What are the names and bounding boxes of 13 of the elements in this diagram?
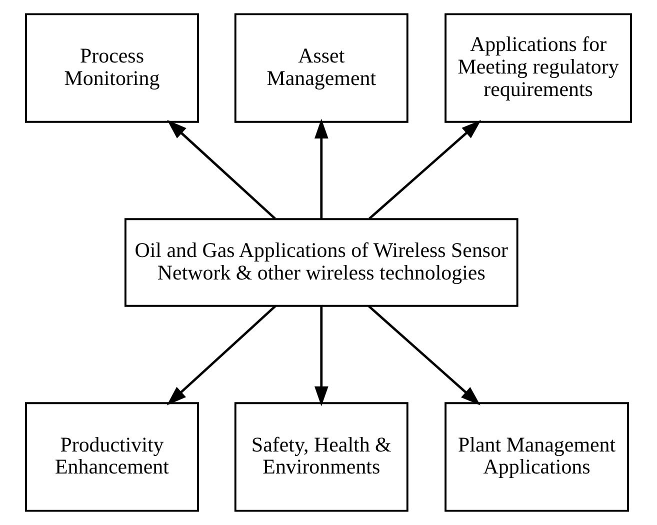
arrow: [166, 305, 276, 406]
node-box: Productivity Enhancement: [25, 402, 199, 512]
node-box: Safety, Health & Environments: [234, 402, 408, 512]
node-box: Plant Management Applications: [444, 402, 629, 512]
arrow: [314, 306, 328, 406]
arrow: [368, 120, 482, 220]
node-box: Asset Management: [234, 13, 408, 123]
arrow: [167, 120, 276, 220]
arrow: [368, 305, 480, 406]
arrow: [314, 118, 328, 219]
node-box: Oil and Gas Applications of Wireless Sensor Network & other wireless technologies: [124, 218, 518, 307]
node-box: Applications for Meeting regulatory requirements: [444, 13, 632, 123]
node-box: Process Monitoring: [25, 13, 199, 123]
